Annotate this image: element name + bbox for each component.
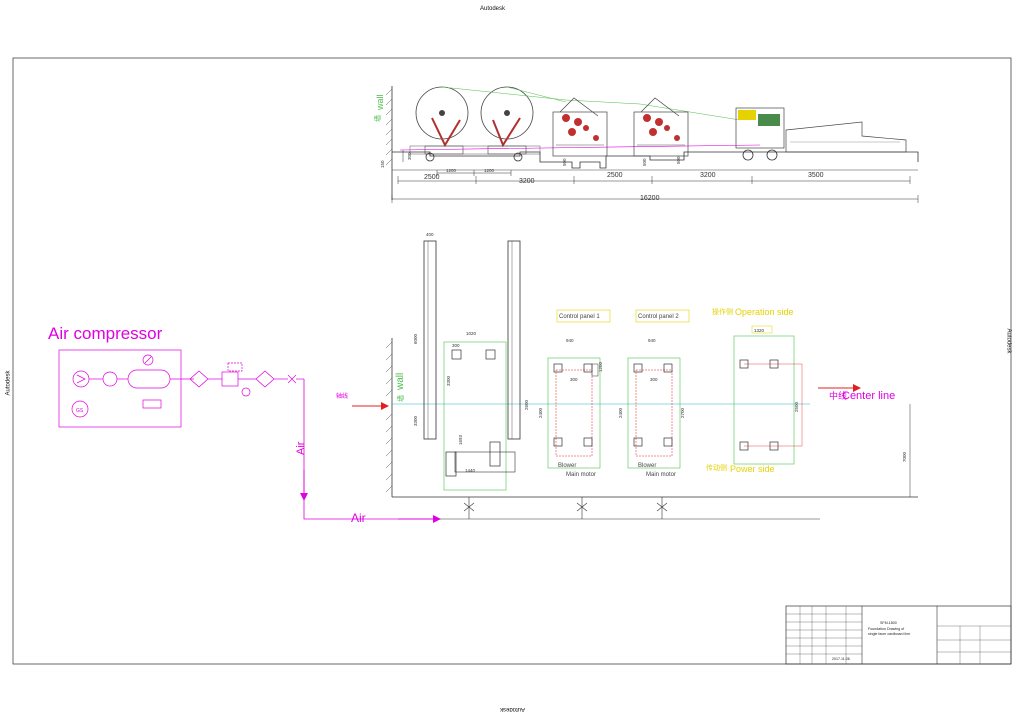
dim-seg2: 3200 <box>519 178 535 185</box>
single-facer-1 <box>552 97 608 157</box>
autodesk-stamp-top: Autodesk <box>480 6 506 12</box>
dim-sub1: 1200 <box>446 168 457 173</box>
dim-1693: 1693 <box>458 434 463 445</box>
dim-seg5: 3500 <box>808 172 824 179</box>
dim-7000: 7000 <box>902 451 907 462</box>
title-block: SFM-1800 Foundation Drawing of single fa… <box>785 605 1012 665</box>
rail-1 <box>423 240 437 440</box>
air-vertical-label: Air <box>295 441 307 455</box>
roll-stand-footprint <box>443 341 516 491</box>
splicer-plan: 操作侧 Operation side 传动侧 Power side <box>706 307 803 474</box>
center-line-label: Center line <box>842 390 895 402</box>
dim-940b: 940 <box>648 338 656 343</box>
center-line-cn: 中线 <box>829 390 847 401</box>
dim-2500: 2500 <box>794 401 799 412</box>
dim-300-small: 300 <box>452 343 460 348</box>
power-side: Power side <box>730 464 775 474</box>
dim-sub2: 1200 <box>484 168 495 173</box>
dim-rail-low: 3300 <box>413 415 418 426</box>
title-block-model: SFM-1800 <box>880 621 897 625</box>
power-side-cn: 传动侧 <box>706 463 727 472</box>
axis-cn: 轴线 <box>336 392 348 400</box>
dim-300b: 300 <box>650 377 658 382</box>
dim-2700: 2700 <box>680 407 685 418</box>
dim-3300: 3300 <box>446 375 451 386</box>
mill-roll-stand-1 <box>415 86 469 155</box>
main-motor-2: Main motor <box>646 472 676 478</box>
operation-side-cn: 操作侧 <box>712 307 733 316</box>
blower-2: Blower <box>638 463 656 469</box>
dim-2400b: 2400 <box>618 407 623 418</box>
blower-1: Blower <box>558 463 576 469</box>
dim-rail-len: 6000 <box>413 333 418 344</box>
mill-roll-stand-2 <box>480 86 534 155</box>
title-block-date: 2017.11.06 <box>832 657 850 661</box>
dim-pit1: 500 <box>562 158 567 166</box>
title-block-title-2: single facer cardboard line <box>868 632 910 636</box>
dim-seg3: 2500 <box>607 172 623 179</box>
plan-wall-label: wall <box>395 373 406 391</box>
single-facer-2 <box>633 97 689 157</box>
dim-1320: 1320 <box>754 328 765 333</box>
dim-h2: 300 <box>407 152 412 160</box>
dim-940a: 940 <box>566 338 574 343</box>
operation-side: Operation side <box>735 307 794 317</box>
dim-seg4: 3200 <box>700 172 716 179</box>
elevation-wall-cn: 墙 <box>373 115 382 122</box>
air-horizontal-label: Air <box>351 511 366 525</box>
dim-2600: 2600 <box>524 399 529 410</box>
air-compressor-label: Air compressor <box>48 324 163 343</box>
elevation-view: wall 墙 <box>373 86 919 203</box>
title-block-title-1: Foundation Drawing of <box>868 627 904 631</box>
single-facer-1-plan: Control panel 1 <box>547 309 611 469</box>
air-compressor-schematic: Air compressor GS Air Air <box>48 324 820 525</box>
dim-pit3: 500 <box>676 156 681 164</box>
dim-1020: 1020 <box>466 331 477 336</box>
bridge-conveyor <box>785 121 907 153</box>
floor-line <box>392 151 919 169</box>
dim-1440: 1440 <box>465 468 476 473</box>
dim-seg1: 2500 <box>424 174 440 181</box>
control-panel-2: Control panel 2 <box>638 314 679 320</box>
dim-2400a: 2400 <box>538 407 543 418</box>
sheet-frame <box>12 57 1012 665</box>
svg-text:GS: GS <box>76 408 84 414</box>
single-facer-2-plan: Control panel 2 <box>627 309 690 469</box>
dim-1200a: 1200 <box>598 361 603 372</box>
dim-h1: 150 <box>380 160 385 168</box>
dim-300a: 300 <box>570 377 578 382</box>
dim-overall: 16200 <box>640 195 660 202</box>
splicer-unit <box>735 107 785 161</box>
control-panel-1: Control panel 1 <box>559 314 600 320</box>
rail-2 <box>507 240 521 440</box>
elevation-wall-label: wall <box>375 94 385 111</box>
plan-wall-cn: 墙 <box>396 395 405 402</box>
dim-pit2: 500 <box>642 158 647 166</box>
main-motor-1: Main motor <box>566 472 596 478</box>
dim-rail-top: 400 <box>426 232 434 237</box>
plan-view: wall 墙 轴线 中线 Center line 400 6000 3300 <box>336 232 918 498</box>
